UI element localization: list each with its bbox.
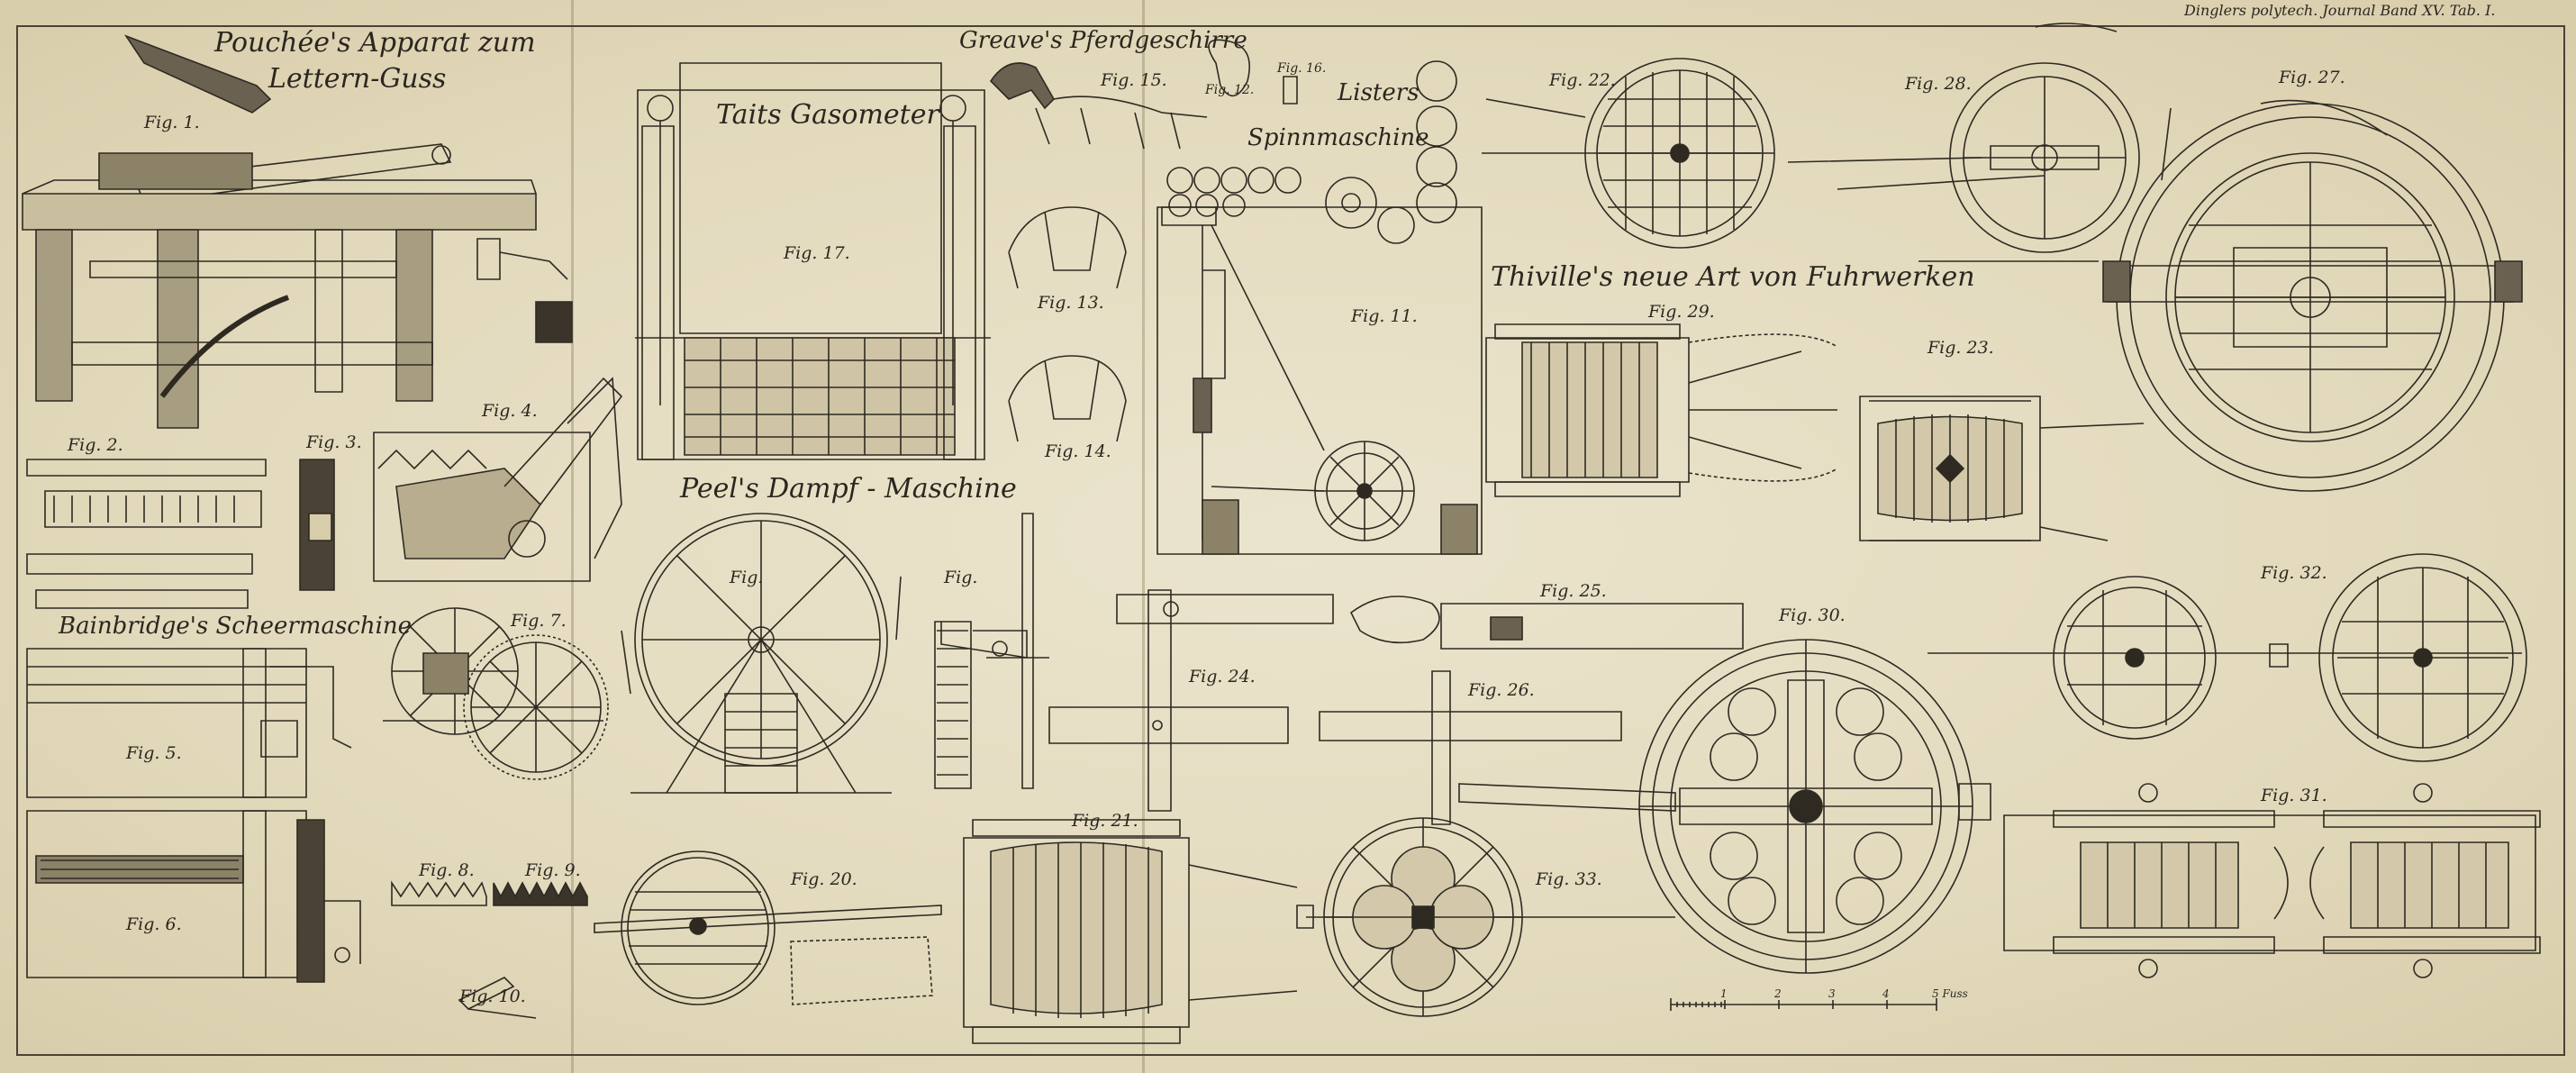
fig-label-16: Fig. 16. (1277, 61, 1327, 76)
fig-label-15: Fig. 15. (1101, 70, 1167, 90)
fig-label-31: Fig. 31. (2261, 786, 2327, 805)
fig20-roller-wheel (594, 851, 941, 1005)
fig17-gasometer (635, 63, 991, 459)
title-bainbridge: Bainbridge's Scheermaschine (59, 613, 413, 640)
scale-tick-5-fuss: 5 Fuss (1932, 987, 1968, 1000)
fig21-barrel-cart (964, 820, 1297, 1043)
fig27-large-wheel (2103, 101, 2522, 491)
scale-tick-3: 3 (1828, 987, 1836, 1000)
fig-label-21: Fig. 21. (1072, 811, 1138, 831)
plate-border (16, 25, 2565, 1056)
fig-label-1: Fig. 1. (144, 113, 200, 132)
scale-tick-2: 2 (1774, 987, 1782, 1000)
fig-label-28: Fig. 28. (1905, 74, 1972, 94)
fig12-16-harness (991, 40, 1297, 441)
fig-label-20: Fig. 20. (791, 869, 857, 889)
plate-header: Dinglers polytech. Journal Band XV. Tab.… (2184, 2, 2496, 19)
fold-crease-left (571, 0, 574, 1073)
fig-label-10: Fig. 10. (459, 987, 526, 1006)
fig-label-2: Fig. 2. (68, 435, 123, 455)
fig-label-32: Fig. 32. (2261, 563, 2327, 583)
fig-label-3: Fig. 3. (306, 432, 362, 452)
fig1-type-casting-bench (23, 36, 572, 428)
fig5-shearing-machine (27, 649, 351, 797)
scale-bar (1671, 998, 1937, 1011)
fig23-barrel-carriage (1860, 396, 2144, 541)
fig30-barrel-wheel (1459, 640, 1991, 973)
fold-crease-right (1142, 0, 1145, 1073)
fig-label-29: Fig. 29. (1648, 302, 1715, 322)
fig-label-23: Fig. 23. (1927, 338, 1994, 358)
fig-label-14: Fig. 14. (1045, 441, 1111, 461)
fig29-cart-top (1486, 324, 1837, 496)
title-taits-gasometer: Taits Gasometer (716, 99, 939, 131)
fig6-shearing-top (27, 811, 360, 982)
fig-label-8: Fig. 8. (419, 860, 475, 880)
fig2-mould-plates (27, 459, 266, 608)
fig22-wheel (1482, 59, 1774, 248)
fig32-twin-wheels (1927, 554, 2526, 761)
fig31-wagon-top (2004, 784, 2540, 978)
fig-label-5: Fig. 5. (126, 743, 182, 763)
fig33-barrel-wheel (1297, 818, 1675, 1016)
fig7-gear-wheels (383, 608, 608, 779)
title-peel-steam-engine: Peel's Dampf - Maschine (680, 473, 1017, 505)
fig-label-13: Fig. 13. (1038, 293, 1104, 313)
fig11-spinning-machine (1157, 61, 1482, 554)
fig24-25-26-axle-parts (1049, 590, 1743, 824)
title-greave-harness: Greave's Pferdgeschirre (959, 27, 1247, 54)
fig19-engine-side (935, 514, 1049, 788)
fig-label-26: Fig. 26. (1468, 680, 1535, 700)
fig-label-18: Fig. (730, 568, 764, 587)
fig-label-25: Fig. 25. (1540, 581, 1607, 601)
fig3-mould-side (300, 459, 334, 590)
fig-label-11: Fig. 11. (1351, 306, 1418, 326)
title-pouchee-2: Lettern-Guss (268, 63, 447, 95)
title-pouchee-1: Pouchée's Apparat zum (214, 27, 536, 59)
scale-tick-4: 4 (1882, 987, 1890, 1000)
fig-label-6: Fig. 6. (126, 914, 182, 934)
fig18-steam-engine-wheel (621, 514, 901, 793)
fig4-casting-mechanism (374, 378, 621, 581)
fig-label-24: Fig. 24. (1189, 667, 1256, 687)
fig-label-30: Fig. 30. (1779, 605, 1846, 625)
fig-label-27: Fig. 27. (2279, 68, 2345, 87)
fig-label-9: Fig. 9. (525, 860, 581, 880)
fig8-9-10-tool-details (392, 883, 587, 1018)
title-listers-2: Spinnmaschine (1247, 124, 1429, 151)
fig-label-19: Fig. (944, 568, 978, 587)
fig-label-7: Fig. 7. (511, 611, 567, 631)
title-listers-1: Listers (1338, 79, 1420, 106)
fig-label-33: Fig. 33. (1536, 869, 1602, 889)
scale-tick-1: 1 (1720, 987, 1728, 1000)
fig-label-12: Fig. 12. (1205, 83, 1255, 97)
title-thiville: Thiville's neue Art von Fuhrwerken (1491, 261, 1975, 293)
fig-label-22: Fig. 22. (1549, 70, 1616, 90)
fig-label-4: Fig. 4. (482, 401, 538, 421)
fig-label-17: Fig. 17. (784, 243, 850, 263)
fig28-wheel (1788, 23, 2139, 261)
